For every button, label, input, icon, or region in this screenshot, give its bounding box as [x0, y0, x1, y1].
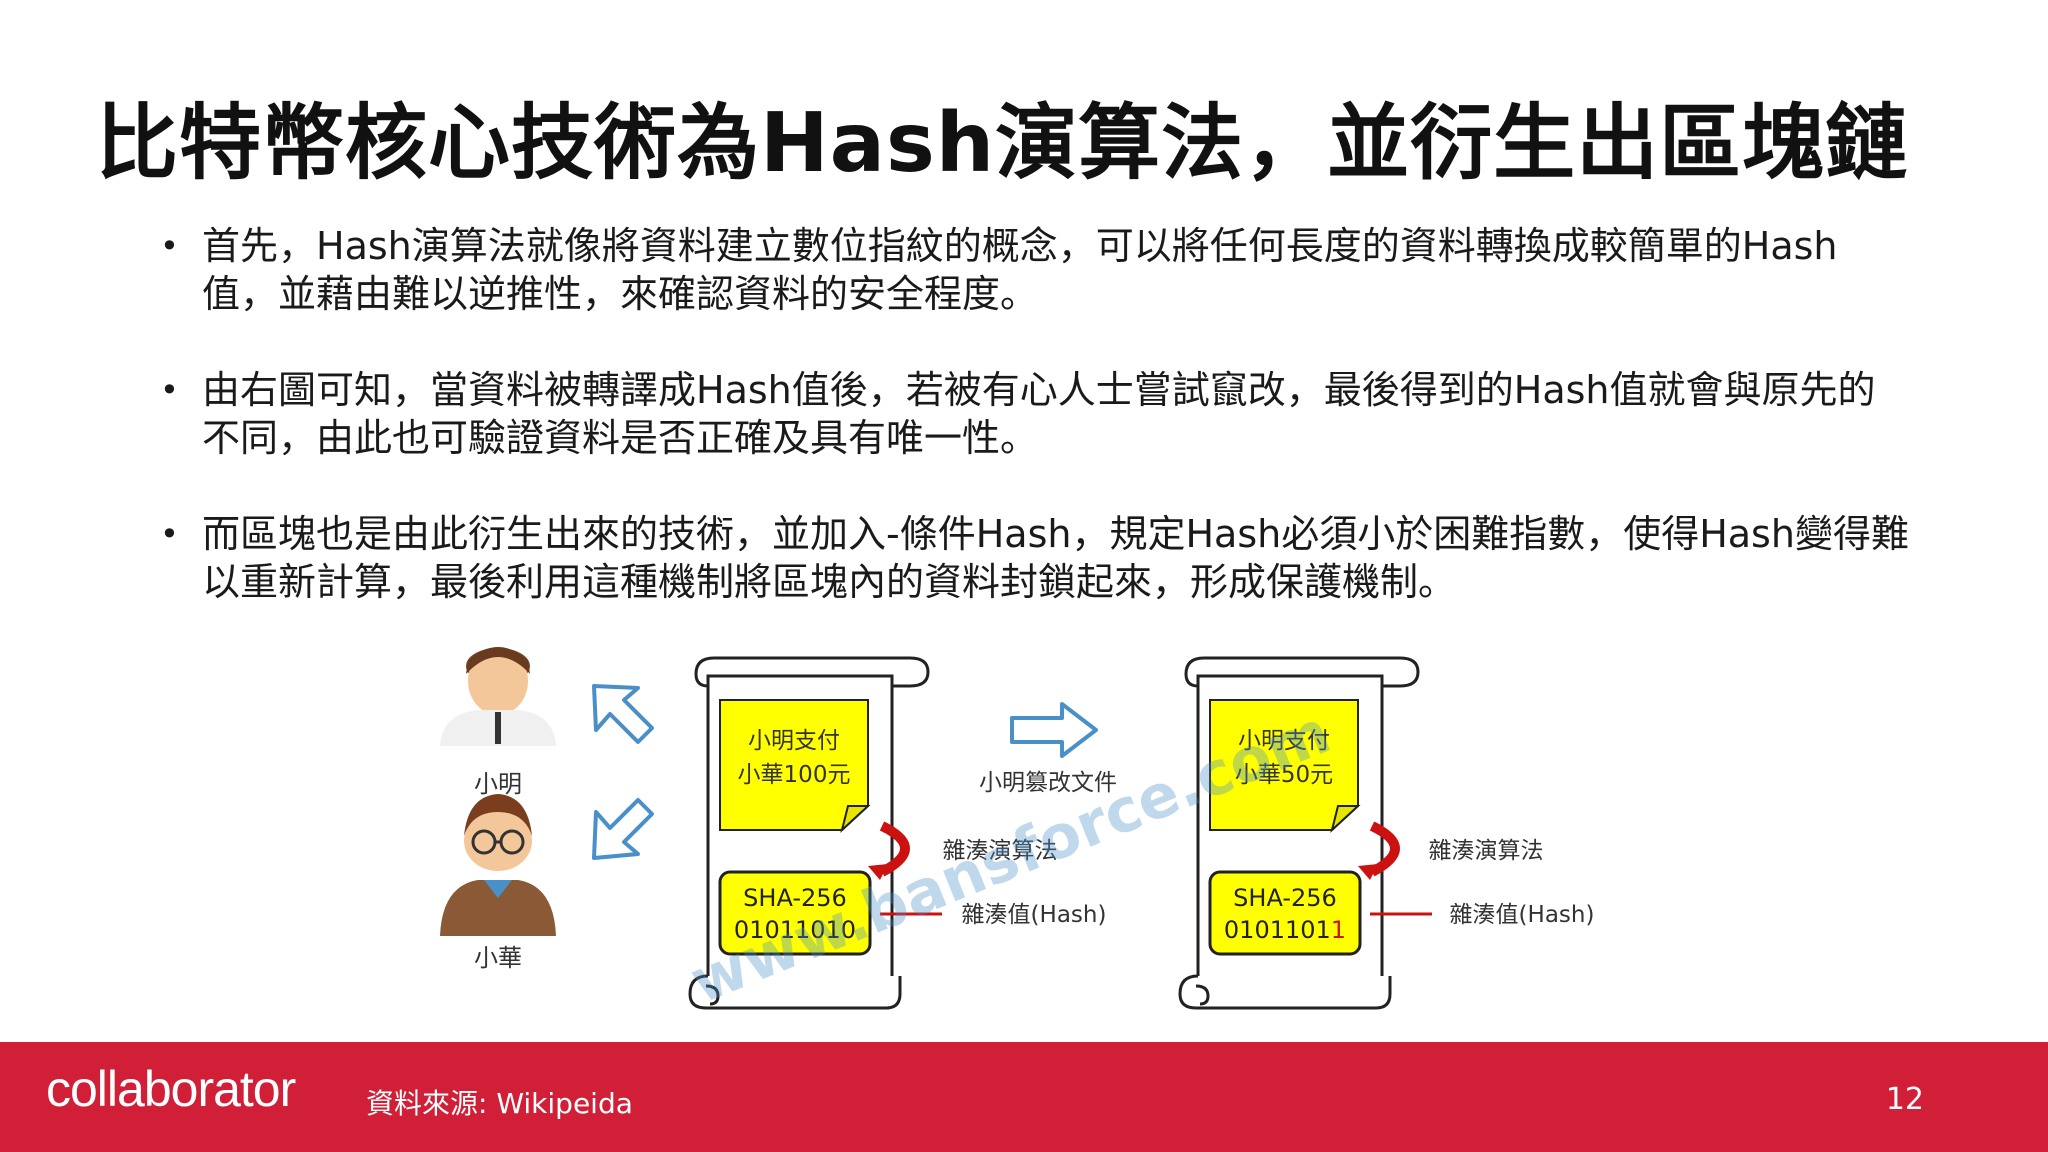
bullet-list: • 首先，Hash演算法就像將資料建立數位指紋的概念，可以將任何長度的資料轉換成…	[160, 222, 1910, 654]
arrow-up-left-icon	[592, 684, 654, 744]
footer-bar: collaborator 資料來源: Wikipeida 12	[0, 1042, 2048, 1152]
document-scroll-original	[688, 656, 930, 1010]
bullet-text: 首先，Hash演算法就像將資料建立數位指紋的概念，可以將任何長度的資料轉換成較簡…	[202, 224, 1838, 316]
doc1-hash-value: 01011010	[734, 916, 856, 944]
person-xiaohua-icon	[440, 794, 556, 936]
bullet-item: • 由右圖可知，當資料被轉譯成Hash值後，若被有心人士嘗試竄改，最後得到的Ha…	[160, 366, 1910, 462]
doc2-curve-arrowhead-icon	[1358, 864, 1378, 880]
doc1-line2: 小華100元	[738, 762, 851, 788]
document-scroll-tampered	[1178, 656, 1420, 1010]
bullet-text: 而區塊也是由此衍生出來的技術，並加入-條件Hash，規定Hash必須小於困難指數…	[202, 512, 1909, 604]
bullet-dot-icon: •	[160, 371, 179, 409]
arrow-right-icon	[1010, 702, 1098, 758]
doc2-hash-value-prefix: 0101101	[1224, 916, 1331, 944]
doc1-hash-label: 雜湊值(Hash)	[962, 902, 1107, 928]
bullet-item: • 首先，Hash演算法就像將資料建立數位指紋的概念，可以將任何長度的資料轉換成…	[160, 222, 1910, 318]
hash-diagram: 小明 小華 小明支付	[428, 636, 1620, 1046]
doc2-hash-value-changed: 1	[1331, 916, 1346, 944]
doc1-hash-curve-icon	[879, 821, 910, 877]
brand-logo: collaborator	[46, 1061, 296, 1117]
doc2-hash-curve-icon	[1369, 821, 1400, 877]
doc1-curve-arrowhead-icon	[868, 864, 888, 880]
bullet-dot-icon: •	[160, 515, 179, 553]
arrow-down-left-icon	[592, 798, 654, 860]
bullet-text: 由右圖可知，當資料被轉譯成Hash值後，若被有心人士嘗試竄改，最後得到的Hash…	[202, 368, 1876, 460]
page-number: 12	[1885, 1082, 1924, 1117]
person-xiaohua-label: 小華	[474, 944, 522, 972]
doc2-line1: 小明支付	[1238, 728, 1330, 754]
slide-title: 比特幣核心技術為Hash演算法，並衍生出區塊鏈	[96, 96, 1909, 191]
doc2-hash-name: SHA-256	[1233, 884, 1337, 912]
bullet-item: • 而區塊也是由此衍生出來的技術，並加入-條件Hash，規定Hash必須小於困難…	[160, 510, 1910, 606]
source-note: 資料來源: Wikipeida	[366, 1087, 633, 1120]
doc1-line1: 小明支付	[748, 728, 840, 754]
doc1-algo-label: 雜湊演算法	[943, 838, 1058, 864]
doc2-algo-label: 雜湊演算法	[1429, 838, 1544, 864]
bullet-dot-icon: •	[160, 227, 179, 265]
doc2-hash-value: 01011011	[1224, 916, 1346, 944]
person-xiaoming-label: 小明	[474, 770, 522, 798]
person-xiaoming-icon	[440, 647, 556, 746]
doc2-hash-label: 雜湊值(Hash)	[1450, 902, 1595, 928]
tamper-label: 小明篡改文件	[979, 770, 1117, 796]
doc1-hash-name: SHA-256	[743, 884, 847, 912]
doc2-line2: 小華50元	[1235, 762, 1333, 788]
